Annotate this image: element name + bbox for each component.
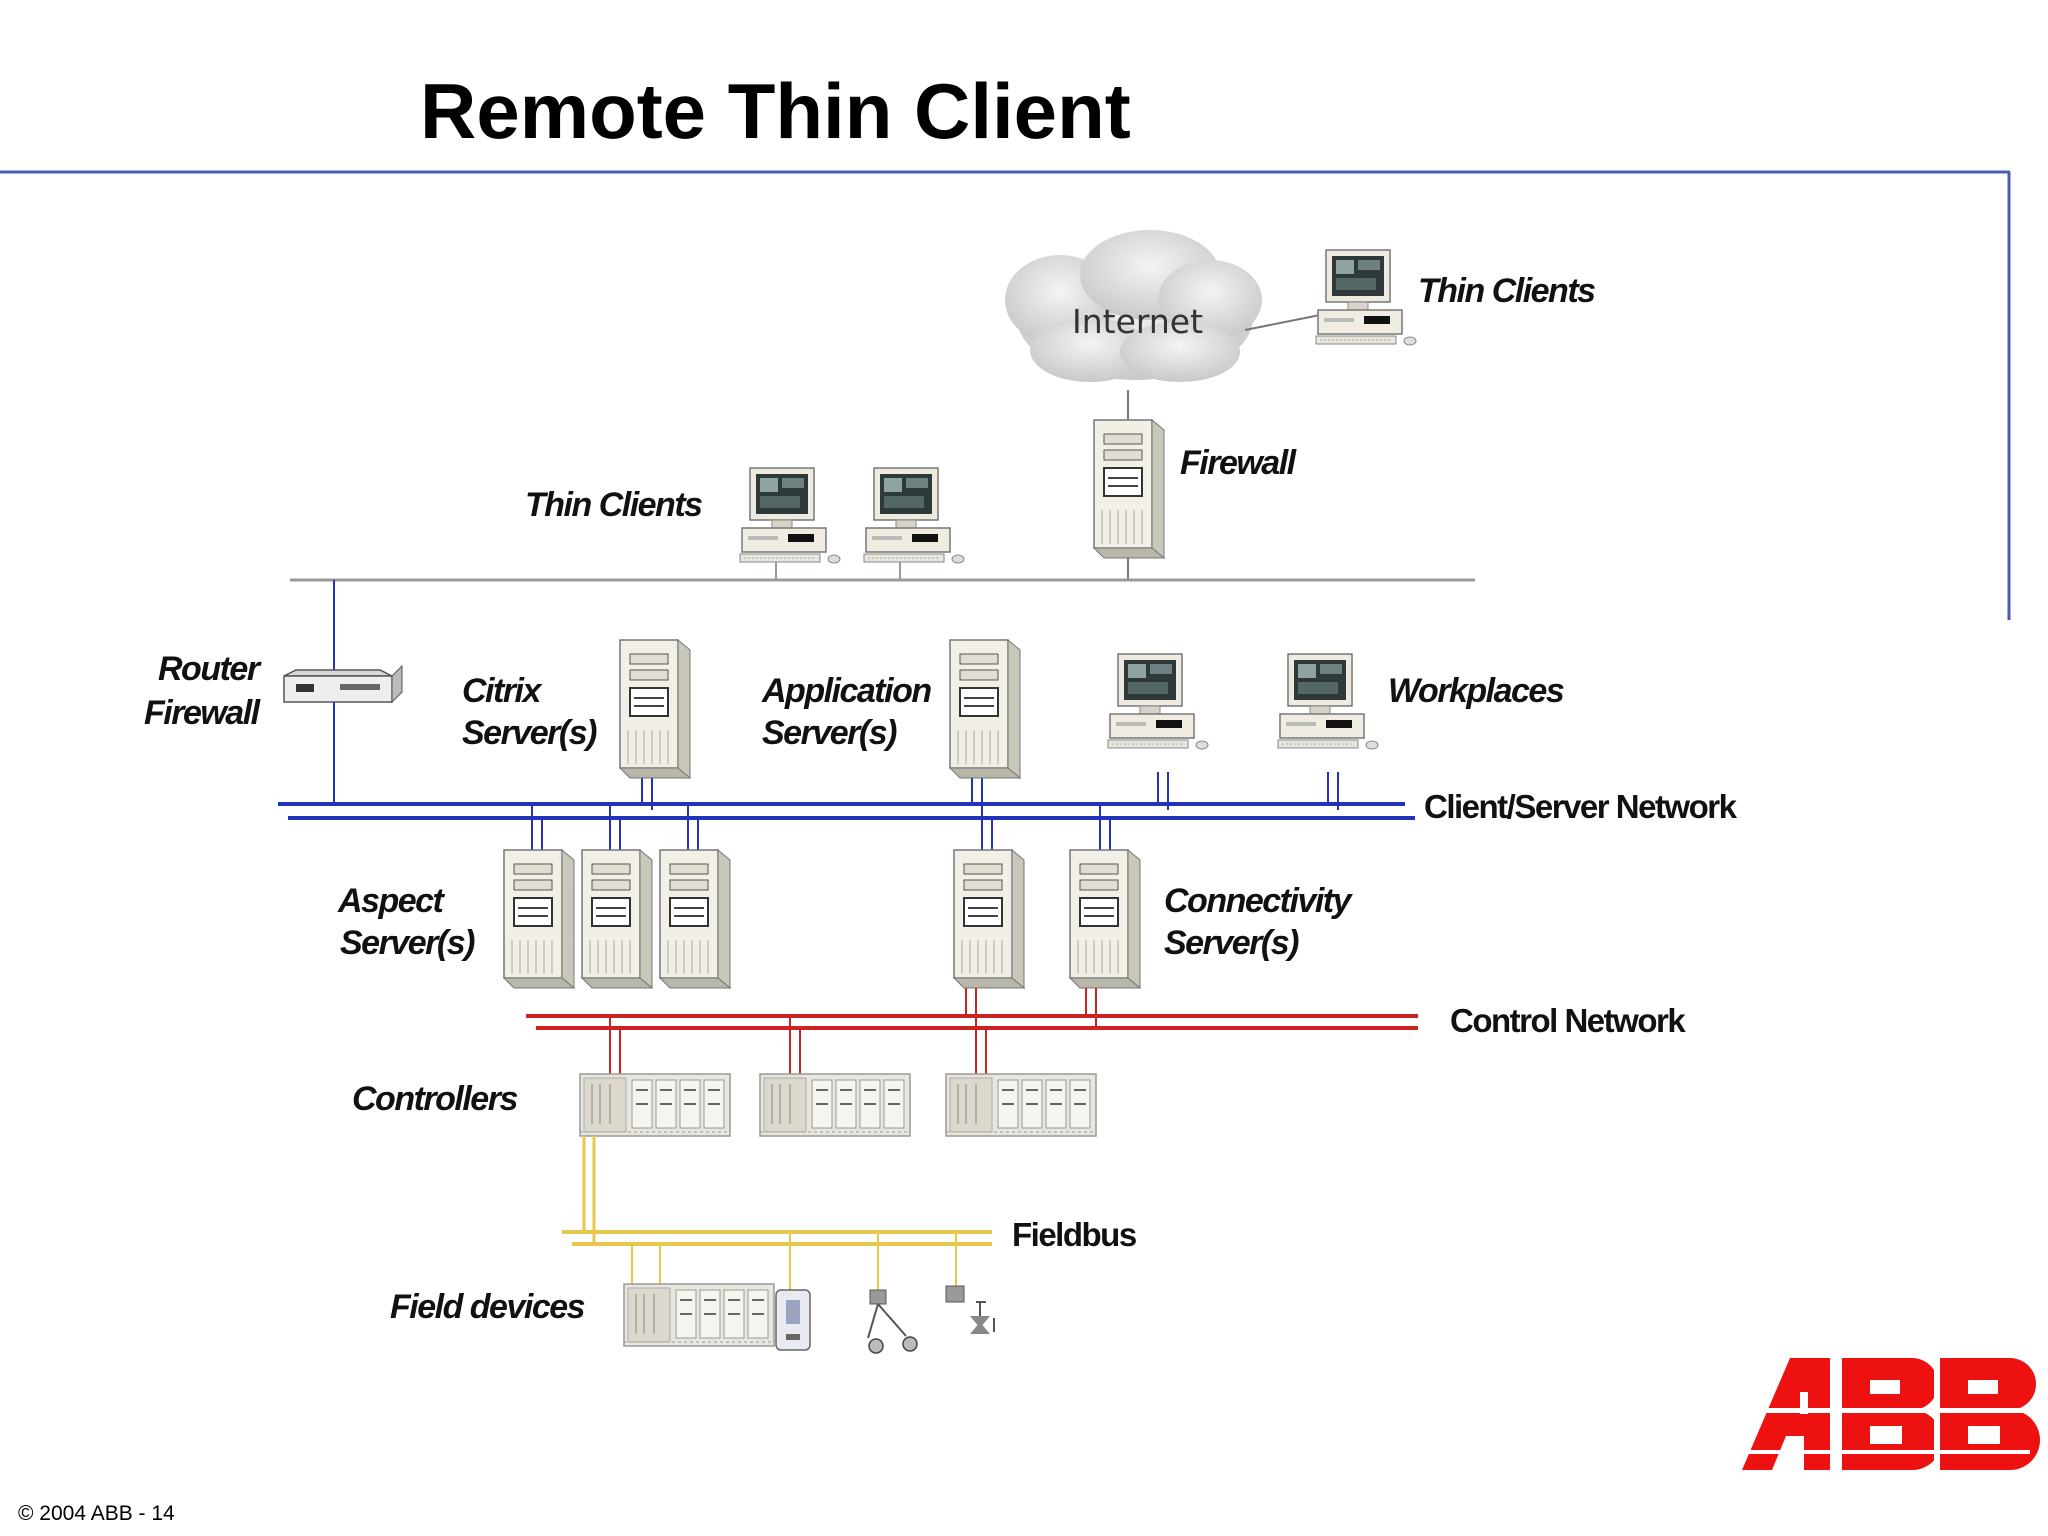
label-connectivity: Connectivity	[1164, 882, 1354, 920]
aspect-server-1-icon	[503, 849, 575, 989]
firewall-server-icon	[1093, 419, 1165, 559]
label-aspect-servers: Server(s)	[340, 924, 475, 962]
label-connectivity-servers: Server(s)	[1164, 924, 1299, 962]
label-control-network: Control Network	[1450, 1002, 1686, 1039]
workplace-1-icon	[1107, 653, 1209, 750]
connectivity-server-2-icon	[1069, 849, 1141, 989]
cloud-icon: Internet	[1005, 230, 1262, 382]
label-application: Application	[761, 672, 931, 710]
label-field-devices: Field devices	[390, 1288, 585, 1326]
label-citrix: Citrix	[462, 672, 544, 710]
label-router-firewall: Firewall	[144, 694, 262, 732]
application-server-icon	[949, 639, 1021, 779]
label-workplaces: Workplaces	[1388, 672, 1564, 710]
label-thin-clients-remote: Thin Clients	[1418, 272, 1595, 310]
router-icon	[283, 664, 403, 704]
remote-thin-client-icon	[1315, 249, 1417, 346]
aspect-server-2-icon	[581, 849, 653, 989]
valve-icon	[945, 1285, 995, 1334]
aspect-server-3-icon	[659, 849, 731, 989]
field-io-rack-icon	[623, 1283, 775, 1347]
label-citrix-servers: Server(s)	[462, 714, 597, 752]
citrix-server-icon	[619, 639, 691, 779]
label-thin-clients-local: Thin Clients	[525, 486, 702, 524]
label-router: Router	[158, 650, 262, 688]
label-application-servers: Server(s)	[762, 714, 897, 752]
label-controllers: Controllers	[352, 1080, 517, 1118]
sensor-pair-icon	[867, 1289, 918, 1354]
label-firewall: Firewall	[1180, 444, 1298, 482]
connectivity-server-1-icon	[953, 849, 1025, 989]
label-fieldbus: Fieldbus	[1012, 1216, 1136, 1253]
field-transmitter-icon	[775, 1289, 811, 1351]
controller-2-icon	[759, 1073, 911, 1137]
controller-1-icon	[579, 1073, 731, 1137]
label-client-server-network: Client/Server Network	[1424, 788, 1738, 825]
thin-client-2-icon	[863, 467, 965, 564]
controller-3-icon	[945, 1073, 1097, 1137]
abb-logo	[1740, 1358, 2040, 1470]
slide-title: Remote Thin Client	[420, 67, 1131, 155]
thin-client-1-icon	[739, 467, 841, 564]
footer-copyright: © 2004 ABB - 14	[18, 1502, 175, 1525]
workplace-2-icon	[1277, 653, 1379, 750]
label-aspect: Aspect	[337, 882, 446, 920]
cloud-label: Internet	[1072, 302, 1203, 341]
